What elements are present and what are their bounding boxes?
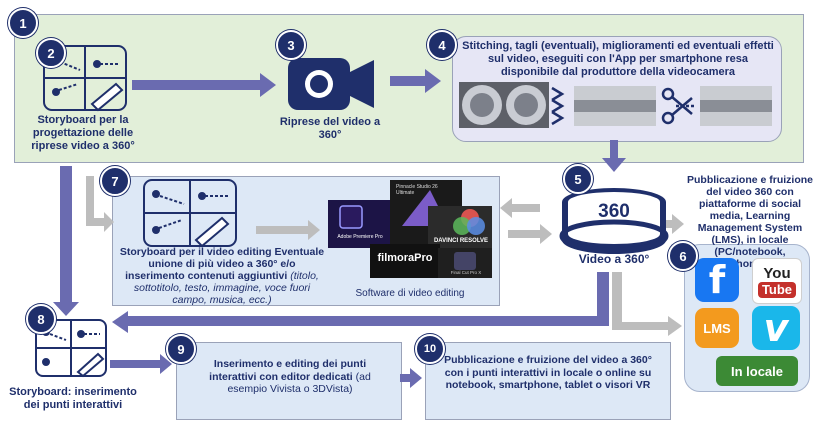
step-7-text-italic: (titolo, sottotitolo, testo, immagine, v…	[133, 270, 319, 306]
step-8-text: Storyboard: inserimento dei punti intera…	[9, 386, 137, 411]
scissors-icon	[661, 87, 696, 125]
arrow-5-to-8	[112, 272, 609, 333]
vimeo-logo: v	[752, 306, 800, 350]
panel-editing-interattivo	[176, 342, 402, 420]
arrow-4-to-5	[602, 140, 626, 172]
step-9-text-bold: Inserimento e editing dei punti interatt…	[209, 358, 367, 383]
local-logo: In locale	[716, 356, 798, 386]
step-badge-9: 9	[166, 334, 196, 364]
step-9-text-normal: (ad esempio Vivista o 3DVista)	[227, 370, 371, 396]
lms-logo: LMS	[695, 308, 739, 348]
youtube-logo-top: You	[763, 264, 791, 282]
arrow-7-to-software	[256, 220, 320, 240]
storyboard-icon-8	[35, 319, 107, 378]
software-label-pinnacle: Pinnacle Studio 26 Ultimate	[396, 184, 438, 196]
youtube-logo-bottom: Tube	[757, 281, 797, 298]
vimeo-logo-letter: v	[763, 306, 789, 350]
step-badge-3: 3	[276, 30, 306, 60]
step-badge-6: 6	[668, 241, 698, 271]
step-3-text: Riprese del video a 360°	[279, 116, 381, 141]
software-collage	[328, 180, 492, 278]
arrow-5-to-software	[500, 198, 540, 218]
local-logo-text: In locale	[730, 363, 784, 379]
step-badge-4: 4	[427, 30, 457, 60]
panorama-thumbnails	[459, 82, 772, 128]
software-label-davinci: DAVINCI RESOLVE	[433, 238, 489, 244]
software-label-finalcut: Final Cut Pro X	[450, 270, 482, 275]
step-7-text: Storyboard per il video editing Eventual…	[118, 246, 326, 306]
step-5-label: Video a 360°	[578, 252, 650, 266]
arrow-5-to-6	[612, 272, 682, 336]
video-360-icon	[559, 188, 669, 254]
camera-icon	[288, 58, 374, 110]
step-9-text: Inserimento e editing dei punti interatt…	[190, 358, 390, 396]
software-caption: Software di video editing	[355, 288, 465, 299]
arrow-8-to-9	[110, 354, 172, 374]
panel-pubblicazione-interattiva	[425, 342, 671, 420]
lms-logo-text: LMS	[703, 320, 731, 336]
arrow-3-to-4	[390, 69, 441, 93]
software-label-filmora: filmoraPro	[377, 252, 433, 264]
step-badge-5: 5	[563, 164, 593, 194]
step-2-text: Storyboard per la progettazione delle ri…	[31, 114, 135, 152]
step-7-text-bold: Storyboard per il video editing Eventual…	[119, 246, 325, 282]
step-badge-7: 7	[100, 166, 130, 196]
stitching-marks-icon	[551, 86, 565, 126]
arrow-software-to-5	[508, 224, 552, 244]
step-badge-8: 8	[26, 304, 56, 334]
step-6-text: Pubblicazione e fruizione del video 360 …	[686, 174, 813, 270]
arrow-2-to-3	[132, 73, 276, 97]
youtube-logo: You Tube	[752, 258, 802, 304]
video-360-icon-label: 360	[598, 201, 630, 222]
software-label-premiere: Adobe Premiere Pro	[337, 234, 383, 240]
arrow-grey-down-7	[86, 176, 114, 232]
arrow-5-to-6-top	[660, 214, 684, 234]
step-badge-1: 1	[8, 8, 38, 38]
facebook-logo-letter: f	[708, 258, 726, 302]
step-badge-2: 2	[36, 38, 66, 68]
step-10-text: Pubblicazione e fruizione del video a 36…	[444, 354, 652, 391]
step-badge-10: 10	[415, 334, 445, 364]
storyboard-icon-7	[143, 179, 237, 248]
step-4-text: Stitching, tagli (eventuali), migliorame…	[462, 40, 774, 78]
arrow-down-to-8	[53, 166, 79, 316]
arrow-9-to-10	[400, 368, 422, 388]
facebook-logo: f	[695, 258, 739, 302]
